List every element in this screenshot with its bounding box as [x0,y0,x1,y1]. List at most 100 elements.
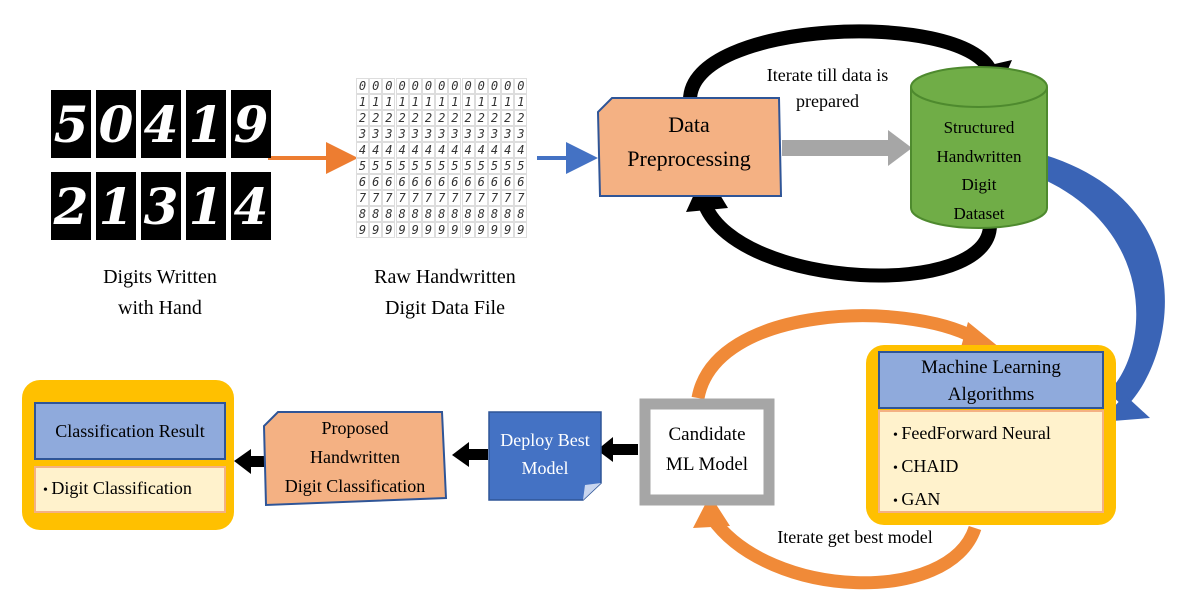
raw-digit-glyph: 6 [408,174,422,190]
digit-thumbnail: 4 [231,172,271,240]
raw-digit-glyph: 9 [514,222,528,238]
raw-digit-glyph: 7 [408,190,422,206]
raw-digit-glyph: 0 [395,78,409,94]
raw-digit-glyph: 2 [435,110,449,126]
result-list: Digit Classification [43,473,223,506]
raw-digit-glyph: 0 [356,78,369,94]
raw-digit-glyph: 5 [448,158,462,174]
dataset-label: Structured Handwritten Digit Dataset [936,118,1022,223]
digit-thumbnail: 2 [51,172,91,240]
raw-digit-glyph: 8 [356,206,369,222]
raw-digit-glyph: 7 [382,190,396,206]
raw-digit-glyph: 0 [474,78,488,94]
raw-digit-glyph: 0 [422,78,435,94]
raw-digit-glyph: 1 [435,94,449,110]
ml-algorithms-title: Machine Learning Algorithms [921,357,1061,405]
digits-caption: Digits Written with Hand [103,266,217,319]
raw-digit-glyph: 1 [474,94,488,110]
raw-digit-glyph: 2 [408,110,422,126]
raw-digit-glyph: 8 [461,206,475,222]
raw-digit-glyph: 8 [501,206,515,222]
raw-digit-glyph: 8 [408,206,422,222]
raw-digit-glyph: 1 [382,94,396,110]
raw-digit-glyph: 8 [474,206,488,222]
digit-thumbnail: 0 [96,90,136,158]
raw-digit-glyph: 7 [461,190,475,206]
raw-digit-glyph: 3 [501,126,515,142]
raw-digit-glyph: 9 [474,222,488,238]
arrow-proposed-to-result [234,449,266,474]
raw-digit-glyph: 2 [488,110,501,126]
raw-digit-glyph: 1 [448,94,462,110]
raw-digit-glyph: 3 [382,126,396,142]
raw-digit-glyph: 5 [422,158,435,174]
raw-digit-glyph: 5 [369,158,383,174]
raw-digit-glyph: 8 [395,206,409,222]
raw-digit-glyph: 8 [422,206,435,222]
raw-digit-glyph: 7 [514,190,528,206]
raw-digit-glyph: 5 [461,158,475,174]
raw-digit-glyph: 1 [461,94,475,110]
loop-arrow-ml-bottom [693,495,982,590]
raw-digit-glyph: 2 [369,110,383,126]
raw-digit-glyph: 0 [369,78,383,94]
candidate-box [639,398,775,506]
raw-digit-glyph: 3 [422,126,435,142]
raw-digit-glyph: 7 [474,190,488,206]
raw-digit-glyph: 6 [514,174,528,190]
raw-digit-glyph: 8 [448,206,462,222]
proposed-box [262,411,448,507]
raw-digit-glyph: 7 [356,190,369,206]
raw-digit-glyph: 5 [382,158,396,174]
raw-digit-glyph: 5 [395,158,409,174]
raw-digit-glyph: 7 [369,190,383,206]
raw-digit-glyph: 4 [488,142,501,158]
raw-digit-glyph: 0 [501,78,515,94]
raw-digit-glyph: 8 [369,206,383,222]
raw-digit-glyph: 2 [474,110,488,126]
raw-digit-glyph: 0 [408,78,422,94]
result-title: Classification Result [55,421,205,441]
preprocessing-box [596,97,783,197]
raw-digit-glyph: 7 [395,190,409,206]
raw-digit-glyph: 3 [448,126,462,142]
raw-digit-glyph: 6 [435,174,449,190]
arrow-candidate-to-deploy [597,437,638,462]
candidate-loop-label: Iterate get best model [777,527,933,547]
raw-digit-glyph: 4 [369,142,383,158]
raw-digit-glyph: 6 [501,174,515,190]
deploy-label: Deploy Best Model [500,430,590,478]
raw-digit-glyph: 4 [382,142,396,158]
candidate-label: Candidate ML Model [665,424,749,475]
digit-thumbnail: 3 [141,172,181,240]
raw-digit-glyph: 8 [488,206,501,222]
digit-thumbnail: 1 [186,172,226,240]
raw-digit-glyph: 5 [356,158,369,174]
raw-digit-glyph: 6 [395,174,409,190]
raw-digit-glyph: 9 [369,222,383,238]
raw-digit-glyph: 8 [382,206,396,222]
preprocessing-loop-label: Iterate till data is prepared [766,65,889,111]
arrow-preprocessing-to-dataset [782,130,912,166]
raw-digit-glyph: 5 [474,158,488,174]
digit-thumbnail: 1 [96,172,136,240]
ml-algorithm-item: GAN [893,484,1103,517]
raw-digit-glyph: 5 [501,158,515,174]
raw-digit-glyph: 2 [514,110,528,126]
raw-digit-glyph: 1 [356,94,369,110]
raw-digit-glyph: 6 [448,174,462,190]
raw-digit-glyph: 3 [461,126,475,142]
raw-digit-glyph: 2 [422,110,435,126]
raw-digit-glyph: 4 [448,142,462,158]
raw-digit-glyph: 4 [422,142,435,158]
raw-digit-glyph: 3 [488,126,501,142]
raw-digit-glyph: 2 [382,110,396,126]
ml-algorithm-item: CHAID [893,451,1103,484]
raw-digit-glyph: 3 [435,126,449,142]
raw-digit-glyph: 6 [382,174,396,190]
raw-digit-glyph: 0 [382,78,396,94]
raw-digit-glyph: 7 [501,190,515,206]
digit-thumbnail: 4 [141,90,181,158]
